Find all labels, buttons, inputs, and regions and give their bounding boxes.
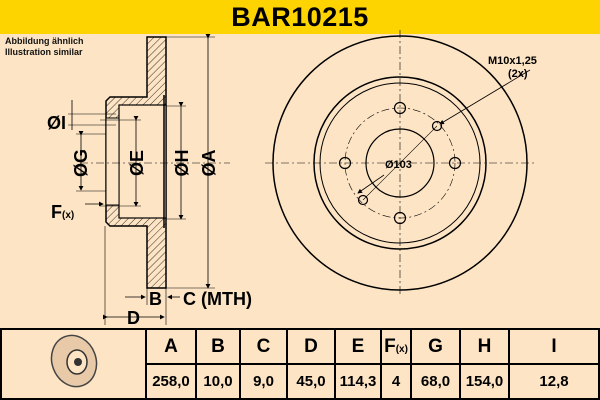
- illustration-note: Abbildung ähnlich Illustration similar: [5, 36, 84, 58]
- thread-hole: [357, 194, 369, 206]
- label-diameter-g: ØG: [71, 149, 91, 177]
- header-e: E: [334, 328, 382, 365]
- header-f-letter: F: [384, 335, 396, 357]
- disc-thumbnail: [0, 328, 147, 400]
- note-english: Illustration similar: [5, 47, 83, 57]
- thread-spec: M10x1,25: [488, 55, 537, 67]
- header-i: I: [508, 328, 600, 365]
- thread-count: (2x): [508, 68, 528, 80]
- bolt-hole: [448, 156, 462, 170]
- header-g: G: [410, 328, 461, 365]
- value-f: 4: [380, 363, 412, 400]
- label-diameter-a: ØA: [199, 149, 219, 176]
- header-f: F(x): [380, 328, 412, 365]
- label-f: F(x): [51, 202, 74, 222]
- value-h: 154,0: [459, 363, 510, 400]
- label-b: B: [149, 289, 162, 309]
- header-a: A: [145, 328, 197, 365]
- value-a: 258,0: [145, 363, 197, 400]
- thread-hole: [431, 120, 443, 132]
- part-number-title: BAR10215: [231, 1, 369, 32]
- bolt-circle-diameter: Ø103: [385, 159, 412, 171]
- bolt-hole: [338, 156, 352, 170]
- value-c: 9,0: [239, 363, 288, 400]
- header-h: H: [459, 328, 510, 365]
- label-diameter-e: ØE: [127, 150, 147, 176]
- header-b: B: [195, 328, 241, 365]
- value-i: 12,8: [508, 363, 600, 400]
- label-diameter-h: ØH: [172, 150, 192, 177]
- bolt-hole: [393, 101, 407, 115]
- dimension-table: A B C D E F(x) G H I 258,0 10,0 9,0 45,0…: [0, 328, 600, 400]
- title-banner: BAR10215: [0, 0, 600, 34]
- note-german: Abbildung ähnlich: [5, 36, 84, 46]
- bolt-hole: [393, 211, 407, 225]
- value-b: 10,0: [195, 363, 241, 400]
- brake-disc-icon: [50, 334, 97, 388]
- technical-drawing: ØI ØG ØE ØH ØA F(x) B C (MTH) D M10x1,25…: [47, 30, 537, 328]
- header-f-sub: (x): [395, 343, 408, 355]
- section-view: ØI ØG ØE ØH ØA F(x) B C (MTH) D: [47, 34, 252, 328]
- front-view: [265, 30, 535, 296]
- header-d: D: [286, 328, 336, 365]
- label-diameter-i: ØI: [47, 113, 66, 133]
- label-c-mth: C (MTH): [183, 289, 252, 309]
- label-d: D: [127, 308, 140, 328]
- value-e: 114,3: [334, 363, 382, 400]
- header-c: C: [239, 328, 288, 365]
- value-d: 45,0: [286, 363, 336, 400]
- value-g: 68,0: [410, 363, 461, 400]
